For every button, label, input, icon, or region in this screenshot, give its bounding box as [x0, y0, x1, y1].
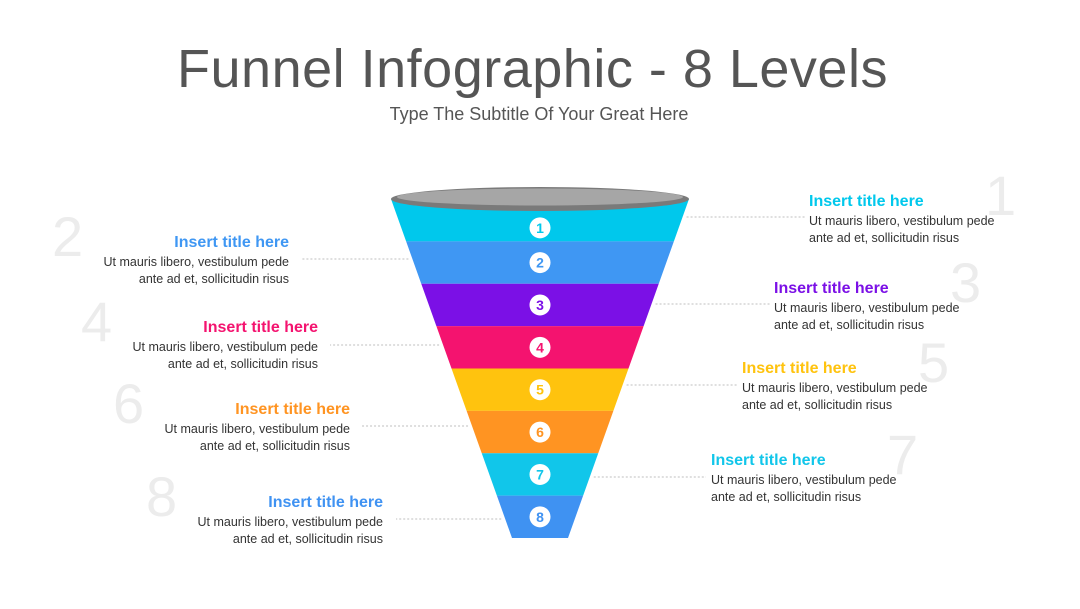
level-8-badge: [529, 506, 551, 528]
level-7-badge: [529, 463, 551, 485]
level-8-block: 8 Insert title here Ut mauris libero, ve…: [146, 469, 384, 547]
level-1-block: 1 Insert title here Ut mauris libero, ve…: [809, 168, 1024, 246]
level-2-block: 2 Insert title here Ut mauris libero, ve…: [52, 209, 290, 287]
level-2-desc-line1: Ut mauris libero, vestibulum pede: [103, 255, 290, 269]
level-4-desc-line1: Ut mauris libero, vestibulum pede: [132, 340, 319, 354]
level-1-badge-number: 1: [536, 220, 544, 236]
level-3-title: Insert title here: [774, 280, 889, 297]
level-8-desc-line1: Ut mauris libero, vestibulum pede: [197, 515, 384, 529]
funnel-rim-inner: [397, 188, 683, 206]
level-8-title: Insert title here: [268, 494, 383, 511]
level-7-badge-number: 7: [536, 466, 544, 482]
level-5-big-number: 5: [918, 331, 950, 394]
level-6-badge: [529, 421, 551, 443]
level-2-badge: [529, 252, 551, 274]
level-6-badge-number: 6: [536, 424, 544, 440]
connector-lines: [302, 216, 806, 520]
level-4-title: Insert title here: [203, 319, 318, 336]
level-3-badge-number: 3: [536, 297, 544, 313]
level-4-big-number: 4: [81, 290, 113, 353]
funnel-bands: [391, 199, 689, 538]
level-3-badge: [529, 294, 551, 316]
level-3-desc-line2: ante ad et, sollicitudin risus: [774, 318, 925, 332]
page-title: Funnel Infographic - 8 Levels: [177, 39, 888, 99]
level-7-desc-line1: Ut mauris libero, vestibulum pede: [711, 473, 897, 487]
level-6-desc-line2: ante ad et, sollicitudin risus: [199, 439, 350, 453]
level-1-big-number: 1: [985, 164, 1017, 227]
level-7-big-number: 7: [887, 423, 919, 486]
level-5-badge-number: 5: [536, 382, 544, 398]
level-1-badge: [529, 217, 551, 239]
level-5-title: Insert title here: [742, 360, 857, 377]
level-4-block: 4 Insert title here Ut mauris libero, ve…: [81, 294, 319, 372]
level-3-block: 3 Insert title here Ut mauris libero, ve…: [774, 255, 989, 333]
page-subtitle: Type The Subtitle Of Your Great Here: [389, 104, 689, 124]
level-5-desc-line2: ante ad et, sollicitudin risus: [742, 398, 893, 412]
level-5-block: 5 Insert title here Ut mauris libero, ve…: [742, 335, 957, 413]
level-4-badge-number: 4: [536, 339, 544, 355]
level-6-title: Insert title here: [235, 401, 350, 418]
level-6-big-number: 6: [113, 372, 145, 435]
funnel-rim: [391, 187, 689, 211]
level-8-big-number: 8: [146, 465, 178, 528]
level-7-title: Insert title here: [711, 452, 826, 469]
level-8-desc-line2: ante ad et, sollicitudin risus: [232, 532, 383, 546]
level-6-desc-line1: Ut mauris libero, vestibulum pede: [164, 422, 351, 436]
level-4-desc-line2: ante ad et, sollicitudin risus: [167, 357, 318, 371]
level-5-desc-line1: Ut mauris libero, vestibulum pede: [742, 381, 928, 395]
level-8-badge-number: 8: [536, 509, 544, 525]
level-7-block: 7 Insert title here Ut mauris libero, ve…: [711, 427, 926, 505]
level-2-big-number: 2: [52, 205, 84, 268]
level-3-big-number: 3: [950, 251, 982, 314]
level-4-badge: [529, 336, 551, 358]
level-1-title: Insert title here: [809, 193, 924, 210]
level-6-block: 6 Insert title here Ut mauris libero, ve…: [113, 376, 351, 454]
level-3-desc-line1: Ut mauris libero, vestibulum pede: [774, 301, 960, 315]
level-2-badge-number: 2: [536, 255, 544, 271]
level-1-desc-line2: ante ad et, sollicitudin risus: [809, 231, 960, 245]
level-1-desc-line1: Ut mauris libero, vestibulum pede: [809, 214, 995, 228]
level-7-desc-line2: ante ad et, sollicitudin risus: [711, 490, 862, 504]
level-2-title: Insert title here: [174, 234, 289, 251]
level-badges: 1 2 3 4 5 6 7 8: [529, 217, 551, 528]
level-2-desc-line2: ante ad et, sollicitudin risus: [138, 272, 289, 286]
level-5-badge: [529, 379, 551, 401]
